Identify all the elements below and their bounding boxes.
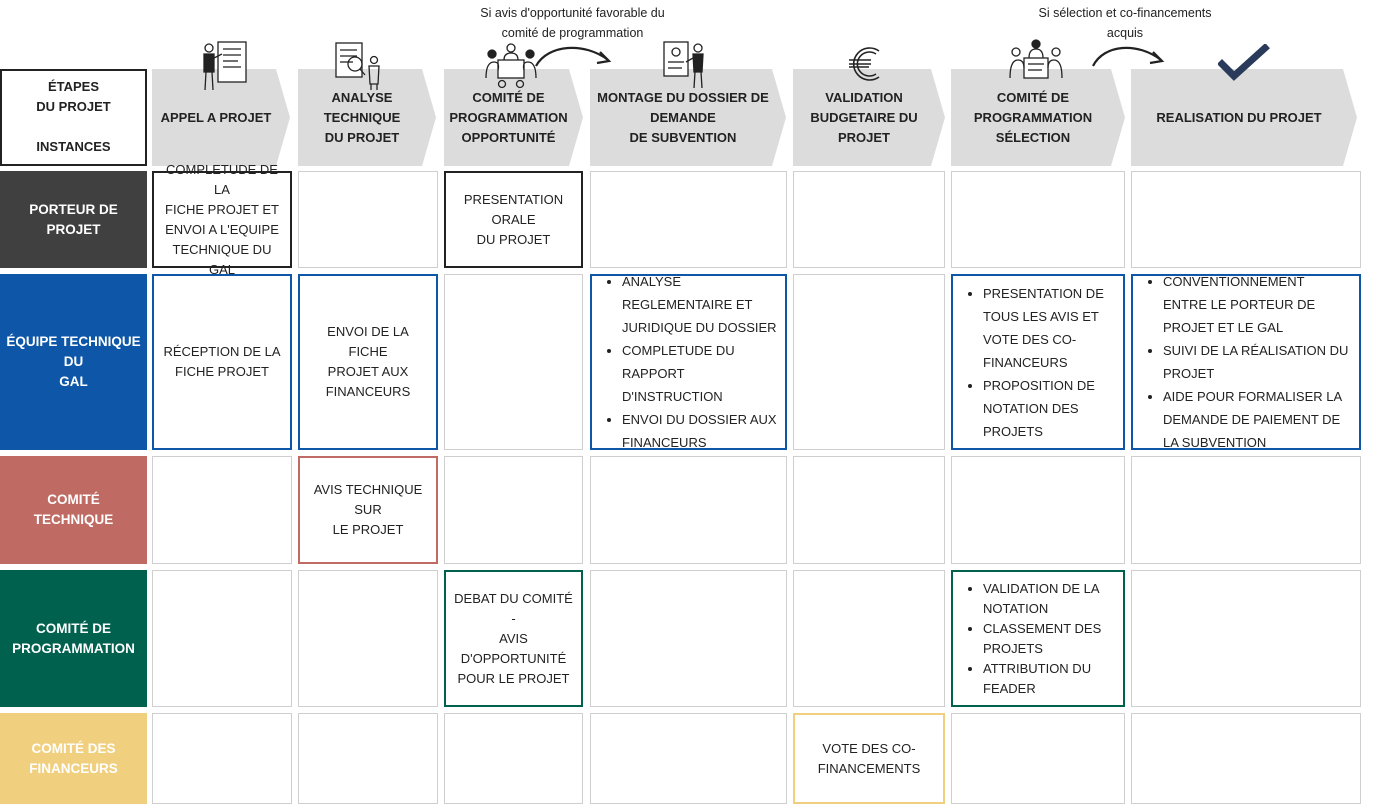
cell-programmation-selection: VALIDATION DE LA NOTATION CLASSEMENT DES… <box>951 570 1125 707</box>
cell-porteur-comite: PRESENTATION ORALE DU PROJET <box>444 171 583 268</box>
programmation-task-list: VALIDATION DE LA NOTATION CLASSEMENT DES… <box>953 579 1123 699</box>
document-magnifier-icon <box>335 42 380 90</box>
cell-empty <box>590 171 787 268</box>
list-item: AIDE POUR FORMALISER LA DEMANDE DE PAIEM… <box>1163 385 1351 454</box>
cell-empty <box>1131 171 1361 268</box>
row-header-comite-financeurs: COMITÉ DES FINANCEURS <box>0 713 147 804</box>
step-appel-a-projet: APPEL A PROJET <box>152 69 290 166</box>
list-item: ANALYSE REGLEMENTAIRE ET JURIDIQUE DU DO… <box>622 270 777 339</box>
list-item: CLASSEMENT DES PROJETS <box>983 619 1115 659</box>
cell-text: ENVOI DE LA FICHE PROJET AUX FINANCEURS <box>325 324 411 399</box>
corner-project-label: DU PROJET <box>36 99 111 114</box>
list-item: PROPOSITION DE NOTATION DES PROJETS <box>983 374 1115 443</box>
cell-porteur-appel: COMPLETUDE DE LA FICHE PROJET ET ENVOI A… <box>152 161 292 277</box>
cell-text: AVIS TECHNIQUE SUR LE PROJET <box>313 482 423 537</box>
cell-equipe-analyse: ENVOI DE LA FICHE PROJET AUX FINANCEURS <box>298 274 438 450</box>
meeting-group-icon <box>1009 39 1063 79</box>
step-label: ANALYSE TECHNIQUE DU PROJET <box>323 89 401 145</box>
checkmark-icon <box>1218 44 1270 81</box>
cell-equipe-montage: ANALYSE REGLEMENTAIRE ET JURIDIQUE DU DO… <box>590 274 787 450</box>
cell-empty <box>951 171 1125 268</box>
cell-financeurs-validation: VOTE DES CO- FINANCEMENTS <box>793 713 945 804</box>
cell-equipe-realisation: CONVENTIONNEMENT ENTRE LE PORTEUR DE PRO… <box>1131 274 1361 450</box>
selection-condition-note: Si sélection et co-financements acquis <box>1038 6 1212 40</box>
montage-task-list: ANALYSE REGLEMENTAIRE ET JURIDIQUE DU DO… <box>592 270 785 454</box>
list-item: ATTRIBUTION DU FEADER <box>983 659 1115 699</box>
step-analyse-technique: ANALYSE TECHNIQUE DU PROJET <box>298 69 436 166</box>
cell-empty <box>951 713 1125 804</box>
cell-text: RÉCEPTION DE LA FICHE PROJET <box>163 344 281 379</box>
cell-empty <box>152 713 292 804</box>
opportunity-condition-note: Si avis d'opportunité favorable du comit… <box>480 6 665 40</box>
cell-empty <box>1131 456 1361 564</box>
step-label: COMITÉ DE PROGRAMMATION OPPORTUNITÉ <box>449 89 568 145</box>
stages-instances-header: ÉTAPES DU PROJET INSTANCES <box>0 69 147 166</box>
list-item: ENVOI DU DOSSIER AUX FINANCEURS <box>622 408 777 454</box>
cell-empty <box>793 274 945 450</box>
cell-empty <box>793 570 945 707</box>
cell-empty <box>298 713 438 804</box>
realisation-task-list: CONVENTIONNEMENT ENTRE LE PORTEUR DE PRO… <box>1133 270 1359 454</box>
cell-empty <box>793 171 945 268</box>
list-item: PRESENTATION DE TOUS LES AVIS ET VOTE DE… <box>983 282 1115 374</box>
meeting-group-icon <box>485 43 537 89</box>
cell-empty <box>298 171 438 268</box>
list-item: CONVENTIONNEMENT ENTRE LE PORTEUR DE PRO… <box>1163 270 1351 339</box>
cell-equipe-appel: RÉCEPTION DE LA FICHE PROJET <box>152 274 292 450</box>
cell-text: DEBAT DU COMITÉ - AVIS D'OPPORTUNITÉ POU… <box>454 590 573 686</box>
step-label: VALIDATION BUDGETAIRE DU PROJET <box>810 89 918 145</box>
step-label: REALISATION DU PROJET <box>1156 109 1322 125</box>
cell-empty <box>152 570 292 707</box>
list-item: SUIVI DE LA RÉALISATION DU PROJET <box>1163 339 1351 385</box>
cell-empty <box>444 274 583 450</box>
cell-programmation-opportunite: DEBAT DU COMITÉ - AVIS D'OPPORTUNITÉ POU… <box>444 570 583 707</box>
step-comite-opportunite: COMITÉ DE PROGRAMMATION OPPORTUNITÉ <box>444 69 583 166</box>
cell-empty <box>590 570 787 707</box>
row-header-comite-technique: COMITÉ TECHNIQUE <box>0 456 147 564</box>
step-label: APPEL A PROJET <box>160 109 272 125</box>
corner-instances-label: INSTANCES <box>36 139 111 154</box>
row-header-porteur: PORTEUR DE PROJET <box>0 171 147 268</box>
cell-empty <box>152 456 292 564</box>
cell-empty <box>298 570 438 707</box>
row-header-equipe-technique: ÉQUIPE TECHNIQUE DU GAL <box>0 274 147 450</box>
cell-equipe-selection: PRESENTATION DE TOUS LES AVIS ET VOTE DE… <box>951 274 1125 450</box>
person-board-icon <box>203 41 247 91</box>
opportunity-curved-arrow <box>535 46 612 67</box>
cell-empty <box>951 456 1125 564</box>
step-label: COMITÉ DE PROGRAMMATION SÉLECTION <box>973 89 1093 145</box>
cell-text: COMPLETUDE DE LA FICHE PROJET ET ENVOI A… <box>165 161 279 277</box>
cell-empty <box>1131 570 1361 707</box>
list-item: VALIDATION DE LA NOTATION <box>983 579 1115 619</box>
cell-empty <box>590 456 787 564</box>
cell-empty <box>444 456 583 564</box>
selection-curved-arrow <box>1092 46 1165 67</box>
cell-empty <box>444 713 583 804</box>
euro-icon <box>849 47 880 81</box>
cell-empty <box>1131 713 1361 804</box>
cell-technique-analyse: AVIS TECHNIQUE SUR LE PROJET <box>298 456 438 564</box>
step-montage-dossier: MONTAGE DU DOSSIER DE DEMANDE DE SUBVENT… <box>590 69 786 166</box>
step-comite-selection: COMITÉ DE PROGRAMMATION SÉLECTION <box>951 69 1125 166</box>
row-header-comite-programmation: COMITÉ DE PROGRAMMATION <box>0 570 147 707</box>
cell-text: VOTE DES CO- FINANCEMENTS <box>817 740 921 776</box>
person-documents-icon <box>663 41 704 89</box>
step-label: MONTAGE DU DOSSIER DE DEMANDE DE SUBVENT… <box>597 89 769 145</box>
corner-stages-label: ÉTAPES <box>47 79 100 94</box>
step-validation-budgetaire: VALIDATION BUDGETAIRE DU PROJET <box>793 69 945 166</box>
list-item: COMPLETUDE DU RAPPORT D'INSTRUCTION <box>622 339 777 408</box>
cell-empty <box>590 713 787 804</box>
step-realisation: REALISATION DU PROJET <box>1131 69 1357 166</box>
selection-task-list: PRESENTATION DE TOUS LES AVIS ET VOTE DE… <box>953 282 1123 443</box>
cell-empty <box>793 456 945 564</box>
cell-text: PRESENTATION ORALE DU PROJET <box>463 191 564 247</box>
